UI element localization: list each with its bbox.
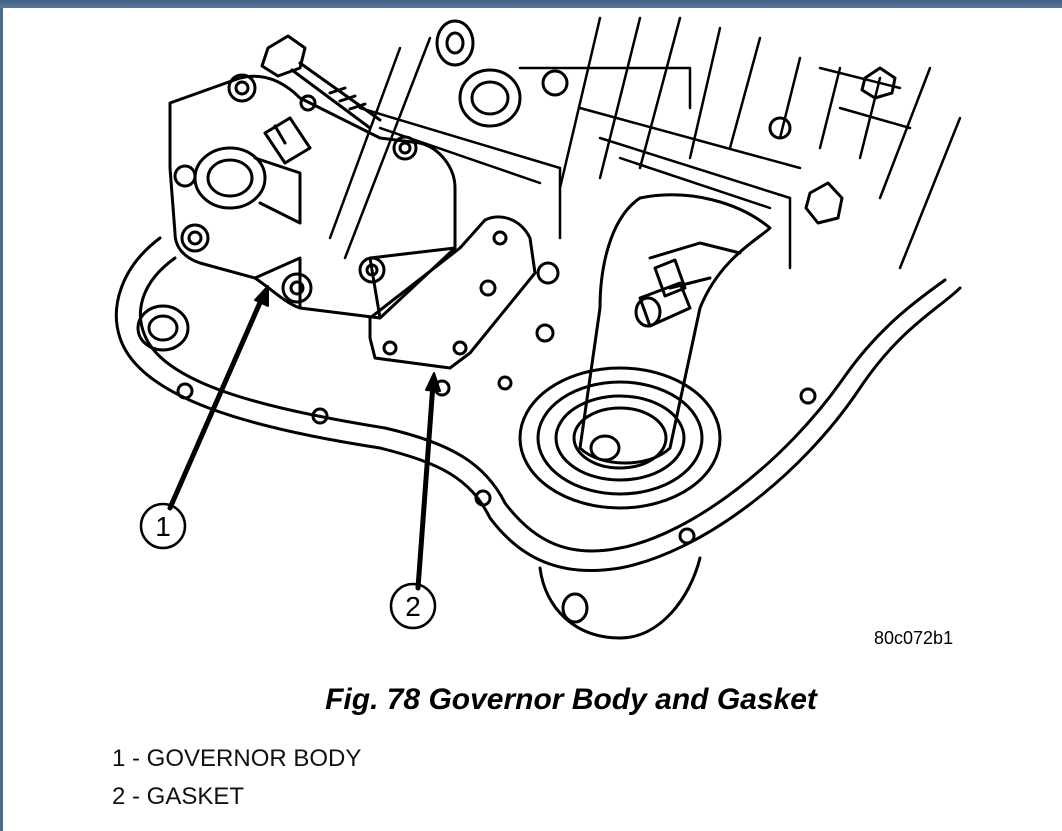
valve-body-bosses (136, 19, 897, 391)
callout-marker-1: 1 (139, 502, 187, 550)
governor-illustration: 1 2 (114, 16, 962, 640)
gasket (368, 215, 537, 370)
window-left-edge (0, 8, 3, 831)
hub-bolt (634, 258, 692, 328)
legend-item-governor-body: 1 - GOVERNOR BODY (112, 745, 362, 772)
window-top-bar (0, 0, 1062, 8)
callout-number-1: 1 (155, 511, 171, 542)
governor-body (168, 73, 457, 320)
transmission-case-lines (328, 16, 962, 270)
figure-caption: Fig. 78 Governor Body and Gasket (325, 683, 817, 716)
legend-item-gasket: 2 - GASKET (112, 783, 245, 810)
callout-arrow-1 (167, 285, 269, 511)
pan-flange (114, 236, 962, 640)
legend: 1 - GOVERNOR BODY 2 - GASKET (112, 740, 361, 816)
governor-bolt (260, 34, 382, 130)
callout-arrow-2 (415, 372, 441, 591)
callout-marker-2: 2 (389, 582, 437, 630)
governor-support-hub (518, 193, 772, 510)
callout-number-2: 2 (405, 591, 421, 622)
image-code: 80c072b1 (874, 628, 954, 648)
